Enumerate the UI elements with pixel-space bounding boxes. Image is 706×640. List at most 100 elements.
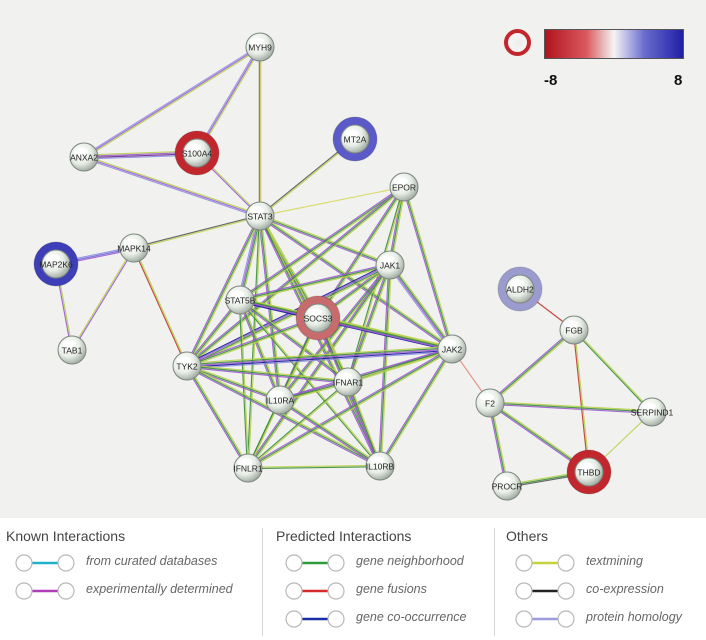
edge-tyk2-il10rb[interactable] (186, 364, 381, 468)
node-tyk2[interactable]: TYK2 (172, 351, 202, 381)
node-ifnlr1[interactable]: IFNLR1 (233, 453, 263, 483)
edge-stat5b-il10rb[interactable] (239, 299, 381, 467)
node-anxa2[interactable]: ANXA2 (69, 142, 99, 172)
node-jak2[interactable]: JAK2 (437, 334, 467, 364)
node-stat5b[interactable]: STAT5B (225, 285, 256, 315)
edge-stat5b-jak2[interactable] (239, 297, 453, 352)
predicted-interactions-group: Predicted Interactions gene neighborhood… (276, 528, 486, 632)
edge-jak1-ifnar1[interactable] (346, 264, 392, 383)
edge-evidence-line (347, 381, 381, 467)
edge-tyk2-ifnlr1[interactable] (185, 365, 250, 469)
node-il10ra[interactable]: IL10RA (265, 385, 295, 415)
edge-myh9-anxa2[interactable] (82, 45, 262, 159)
edge-evidence-line (186, 365, 349, 383)
edge-ifnlr1-il10rb[interactable] (247, 464, 381, 470)
legend-item-gene-fusions: gene fusions (276, 578, 486, 604)
edge-mapk14-tab1[interactable] (70, 247, 136, 351)
edge-jak1-stat5b[interactable] (239, 263, 391, 302)
edge-fgb-f2[interactable] (488, 328, 576, 405)
edge-tyk2-ifnar1[interactable] (186, 364, 349, 384)
node-aldh2[interactable]: ALDH2 (497, 266, 543, 312)
edge-anxa2-stat3[interactable] (83, 155, 261, 218)
edge-socs3-jak2[interactable] (317, 316, 453, 351)
edge-evidence-line (489, 402, 653, 413)
node-mt2a[interactable]: MT2A (332, 116, 378, 162)
edge-jak1-il10rb[interactable] (378, 264, 392, 467)
edge-ifnar1-ifnlr1[interactable] (247, 381, 349, 469)
legend-item-from-curated-databases: from curated databases (6, 550, 256, 576)
edge-stat5b-ifnar1[interactable] (238, 298, 350, 384)
edge-evidence-line (348, 381, 382, 466)
edge-tyk2-il10ra[interactable] (186, 364, 281, 402)
edge-epor-jak2[interactable] (402, 186, 454, 350)
legend-item-label: experimentally determined (86, 582, 233, 596)
edge-fgb-thbd[interactable] (572, 329, 591, 473)
edge-myh9-stat3[interactable] (258, 47, 262, 216)
legend-item-label: co-expression (586, 582, 664, 596)
node-stat3[interactable]: STAT3 (245, 201, 275, 231)
edge-evidence-line (238, 300, 348, 384)
edge-evidence-line (490, 401, 653, 412)
node-epor[interactable]: EPOR (389, 172, 419, 202)
edge-f2-serpind1[interactable] (489, 401, 653, 414)
edge-evidence-line (259, 215, 381, 467)
node-label: PROCR (492, 481, 523, 491)
edge-evidence-line (572, 330, 589, 473)
edge-stat5b-ifnlr1[interactable] (238, 299, 250, 469)
edge-ifnar1-il10rb[interactable] (346, 381, 382, 467)
scale-node-ring-icon (504, 29, 531, 56)
node-highlight (74, 147, 88, 155)
edge-evidence-line (318, 187, 406, 320)
node-f2[interactable]: F2 (475, 388, 505, 418)
edge-stat3-epor[interactable] (259, 186, 405, 217)
edge-jak1-tyk2[interactable] (185, 262, 392, 369)
node-ifnar1[interactable]: IFNAR1 (333, 367, 364, 397)
edge-evidence-line (238, 185, 404, 300)
edge-jak2-il10rb[interactable] (378, 347, 454, 468)
edge-evidence-line (240, 297, 453, 348)
edge-mapk14-tyk2[interactable] (132, 247, 189, 367)
edge-stat3-mapk14[interactable] (133, 214, 261, 250)
edge-epor-tyk2[interactable] (185, 185, 406, 368)
node-procr[interactable]: PROCR (492, 471, 523, 501)
node-thbd[interactable]: THBD (566, 449, 612, 495)
node-highlight (442, 339, 456, 347)
edge-evidence-line (404, 186, 454, 349)
node-jak1[interactable]: JAK1 (375, 250, 405, 280)
legend-edge-sample-icon (15, 582, 75, 600)
edge-evidence-line (185, 366, 248, 469)
edge-stat5b-il10ra[interactable] (238, 299, 282, 401)
edge-evidence-line (186, 316, 318, 366)
edge-socs3-tyk2[interactable] (186, 316, 319, 368)
edge-fgb-serpind1[interactable] (573, 329, 653, 413)
node-label: IL10RB (366, 461, 395, 471)
edge-il10ra-il10rb[interactable] (278, 398, 382, 468)
node-label: MT2A (344, 134, 367, 144)
edge-evidence-line (248, 466, 381, 470)
edge-stat3-tyk2[interactable] (185, 215, 262, 367)
node-mapk14[interactable]: MAPK14 (117, 233, 151, 263)
edge-evidence-line (248, 349, 453, 470)
edge-jak1-ifnlr1[interactable] (246, 263, 392, 470)
node-socs3[interactable]: SOCS3 (295, 295, 341, 341)
edge-jak1-jak2[interactable] (387, 263, 455, 351)
node-fgb[interactable]: FGB (559, 315, 589, 345)
node-il10rb[interactable]: IL10RB (365, 451, 395, 481)
edge-evidence-line (318, 316, 453, 349)
node-map2k6[interactable]: MAP2K6 (33, 241, 79, 287)
edge-evidence-line (187, 364, 349, 382)
edge-evidence-line (390, 264, 454, 349)
node-label: FGB (565, 325, 583, 335)
node-s100a4[interactable]: S100A4 (174, 130, 220, 176)
node-myh9[interactable]: MYH9 (245, 32, 275, 62)
edge-evidence-line (279, 399, 381, 467)
edge-evidence-line (574, 329, 653, 412)
edge-tyk2-jak2[interactable] (186, 345, 453, 370)
legend-edge-sample-icon (285, 582, 345, 600)
edge-evidence-line (186, 365, 381, 467)
edge-evidence-line (134, 247, 189, 366)
edge-evidence-line (346, 382, 380, 467)
node-serpind1[interactable]: SERPIND1 (631, 397, 674, 427)
edge-jak2-ifnlr1[interactable] (247, 347, 453, 470)
node-tab1[interactable]: TAB1 (57, 335, 87, 365)
